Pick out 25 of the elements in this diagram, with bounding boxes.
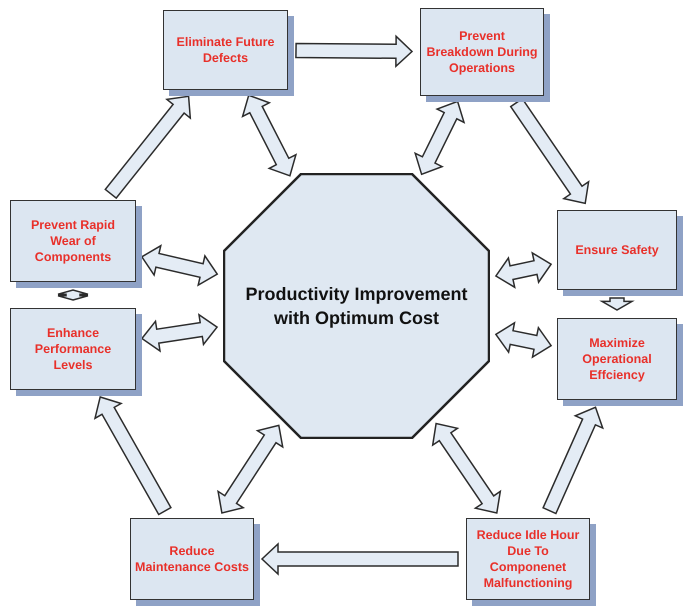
block-arrow (432, 422, 502, 514)
box-label: Prevent Rapid Wear of Components (30, 217, 116, 265)
block-arrow (494, 321, 552, 359)
block-arrow (57, 289, 89, 301)
block-arrow (260, 542, 459, 576)
block-arrow (599, 297, 635, 311)
center-title: Productivity Improvement with Optimum Cost (244, 283, 469, 330)
block-arrow (494, 251, 552, 289)
block-arrow (140, 313, 218, 353)
box-label: Prevent Breakdown During Operations (425, 28, 539, 76)
block-arrow (241, 94, 298, 177)
box-label: Reduce Idle Hour Due To Componenet Malfunctioning (476, 527, 580, 591)
block-arrow (140, 244, 218, 287)
box-label: Reduce Maintenance Costs (135, 543, 249, 575)
block-arrow (104, 95, 192, 200)
box-label: Ensure Safety (575, 242, 659, 258)
box-label: Maximize Operational Effciency (581, 335, 653, 383)
center-octagon (223, 173, 490, 439)
block-arrow (217, 424, 284, 514)
box-label: Enhance Performance Levels (34, 325, 112, 373)
block-arrow (295, 34, 414, 68)
box-label: Eliminate Future Defects (176, 34, 276, 66)
block-arrow (414, 100, 466, 176)
block-arrow (94, 396, 172, 516)
block-arrow (542, 406, 604, 514)
